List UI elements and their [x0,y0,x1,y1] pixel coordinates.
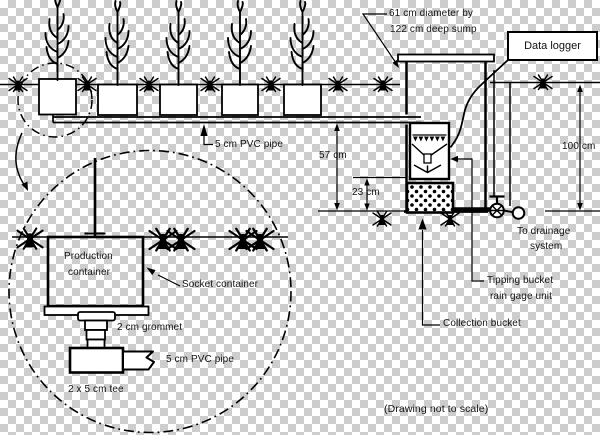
not-to-scale-note: (Drawing not to scale) [384,403,489,415]
detail-pvc-pipe [122,350,155,371]
magnifier-source-circle [15,62,93,191]
drainage-label-line2: system [530,241,563,252]
detail-pipe-label: 5 cm PVC pipe [166,354,234,365]
collection-bucket-label: Collection bucket [443,318,521,329]
grommet-label: 2 cm grommet [117,322,183,333]
dim-100cm [545,84,600,212]
dim-23-label: 23 cm [352,187,380,198]
tipping-label-line1: Tipping bucket [487,275,554,286]
detail-circle [8,149,292,434]
drain-valve [452,195,526,220]
tipping-label-leader [450,155,484,282]
detail-weeds [16,227,275,252]
drainage-label-line1: To drainage [517,226,571,237]
sump-label-leader [361,13,399,68]
weeds-ground [8,74,553,93]
socket-container-label: Socket container [182,279,259,290]
collection-label-leader [418,218,440,326]
grommet [77,311,116,350]
collection-bucket [405,181,455,214]
tee-fitting [68,346,125,374]
data-logger-box [507,31,598,61]
socket-label-leader [146,267,181,287]
dim-23cm [353,176,407,211]
data-logger-cable [449,58,510,149]
tipping-label-line2: rain gage unit [490,291,553,302]
dim-57-label: 57 cm [319,150,347,161]
sump-label-line2: 122 cm deep sump [390,24,477,35]
sump-label-line1: 61 cm diameter by [389,8,473,19]
tee-label: 2 x 5 cm tee [68,384,124,395]
main-pvc-pipe [52,114,425,131]
pipe-top-label: 5 cm PVC pipe [215,139,283,150]
drainage-standpipe [493,70,511,206]
pipe-top-leader [200,124,213,146]
production-label-line1: Production [64,251,113,262]
data-logger-label: Data logger [524,40,581,52]
detail-plant-stem [84,158,106,236]
nursery-containers [38,78,322,116]
dim-100-label: 100 cm [562,141,596,152]
tipping-bucket-unit [408,121,451,181]
production-label-line2: container [68,267,111,278]
plants [44,0,315,86]
dim-57cm [318,123,404,212]
